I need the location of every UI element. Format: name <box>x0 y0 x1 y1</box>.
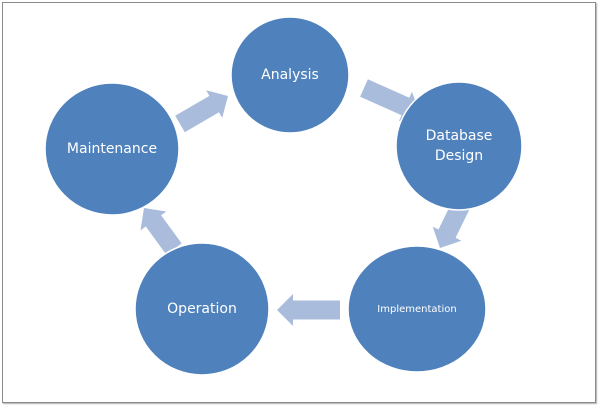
node-analysis: Analysis <box>230 16 350 134</box>
node-circle <box>134 242 270 376</box>
arrow-implementation-to-operation <box>277 294 340 326</box>
arrow-operation-to-maintenance <box>140 208 182 255</box>
arrow-analysis-to-database-design <box>360 79 420 122</box>
node-operation: Operation <box>134 242 270 376</box>
node-maintenance: Maintenance <box>44 82 180 216</box>
node-implementation: Implementation <box>347 245 487 373</box>
arrow-database-design-to-implementation <box>432 198 471 248</box>
arrow-maintenance-to-analysis <box>175 90 228 133</box>
node-circle <box>230 16 350 134</box>
node-label: Design <box>435 148 483 164</box>
node-label: Database <box>426 128 493 144</box>
node-circle <box>395 81 523 211</box>
node-label: Analysis <box>261 67 319 83</box>
node-circle <box>347 245 487 373</box>
node-circle <box>44 82 180 216</box>
node-label: Operation <box>167 301 237 317</box>
node-label: Maintenance <box>67 141 157 157</box>
node-label: Implementation <box>377 304 456 315</box>
